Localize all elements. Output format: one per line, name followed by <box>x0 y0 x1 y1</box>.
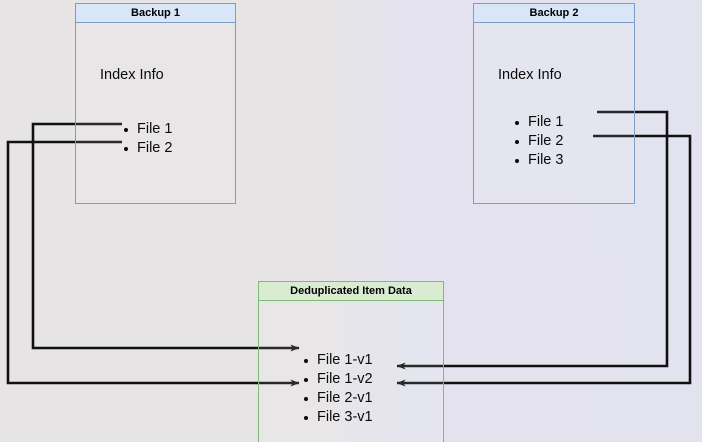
deduplicated-item-data-node[interactable]: Deduplicated Item Data File 1-v1 File 1-… <box>258 281 444 442</box>
list-item: File 1 <box>121 120 172 139</box>
list-item: File 1-v2 <box>301 370 373 389</box>
backup-1-file-list: File 1 File 2 <box>121 120 172 158</box>
backup-2-file-list: File 1 File 2 File 3 <box>512 113 563 170</box>
backup-1-node[interactable]: Backup 1 Index Info File 1 File 2 <box>75 3 236 204</box>
list-item: File 2 <box>512 132 563 151</box>
list-item: File 3-v1 <box>301 408 373 427</box>
list-item: File 2 <box>121 139 172 158</box>
backup-2-title: Backup 2 <box>474 4 634 23</box>
backup-2-body: Index Info File 1 File 2 File 3 <box>474 23 634 203</box>
list-item: File 1-v1 <box>301 351 373 370</box>
deduplicated-item-data-body: File 1-v1 File 1-v2 File 2-v1 File 3-v1 <box>259 301 443 442</box>
dedup-file-list: File 1-v1 File 1-v2 File 2-v1 File 3-v1 <box>301 351 373 427</box>
backup-2-node[interactable]: Backup 2 Index Info File 1 File 2 File 3 <box>473 3 635 204</box>
backup-1-body: Index Info File 1 File 2 <box>76 23 235 203</box>
deduplicated-item-data-title: Deduplicated Item Data <box>259 282 443 301</box>
backup-2-index-label: Index Info <box>498 67 562 83</box>
list-item: File 1 <box>512 113 563 132</box>
backup-1-index-label: Index Info <box>100 67 164 83</box>
list-item: File 3 <box>512 151 563 170</box>
backup-1-title: Backup 1 <box>76 4 235 23</box>
list-item: File 2-v1 <box>301 389 373 408</box>
